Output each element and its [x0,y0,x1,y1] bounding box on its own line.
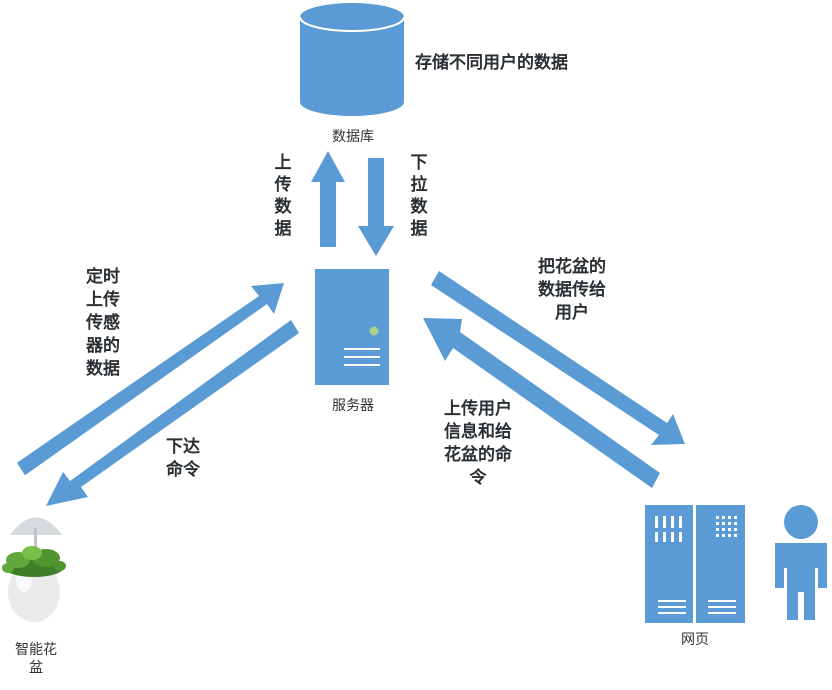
sensor-upload-arrow [17,283,284,476]
push-to-user-arrow [431,271,685,445]
server-icon [315,269,389,385]
push-to-user-label: 把花盆的 数据传给 用户 [538,257,606,323]
database-note-label: 存储不同用户的数据 [415,53,568,73]
command-down-arrow [46,320,299,506]
sensor-upload-label: 定时 上传 传感 器的 数据 [86,267,120,379]
webpage-caption: 网页 [681,632,709,648]
upload-data-label: 上 传 数 据 [274,153,292,239]
server-caption: 服务器 [332,398,374,414]
database-caption: 数据库 [332,129,374,145]
send-command-label: 下达 命令 [166,437,200,480]
planter-caption: 智能花 盆 [15,642,57,676]
database-cylinder-icon [299,3,405,116]
upload-arrow [311,151,345,247]
server-rack-icon [645,505,745,623]
smart-planter-photo [2,517,66,622]
person-icon [775,505,827,620]
user-upload-arrow [423,318,660,488]
user-upload-label: 上传用户 信息和给 花盆的命 令 [444,399,512,488]
download-arrow [358,158,394,256]
pull-data-label: 下 拉 数 据 [410,153,428,239]
